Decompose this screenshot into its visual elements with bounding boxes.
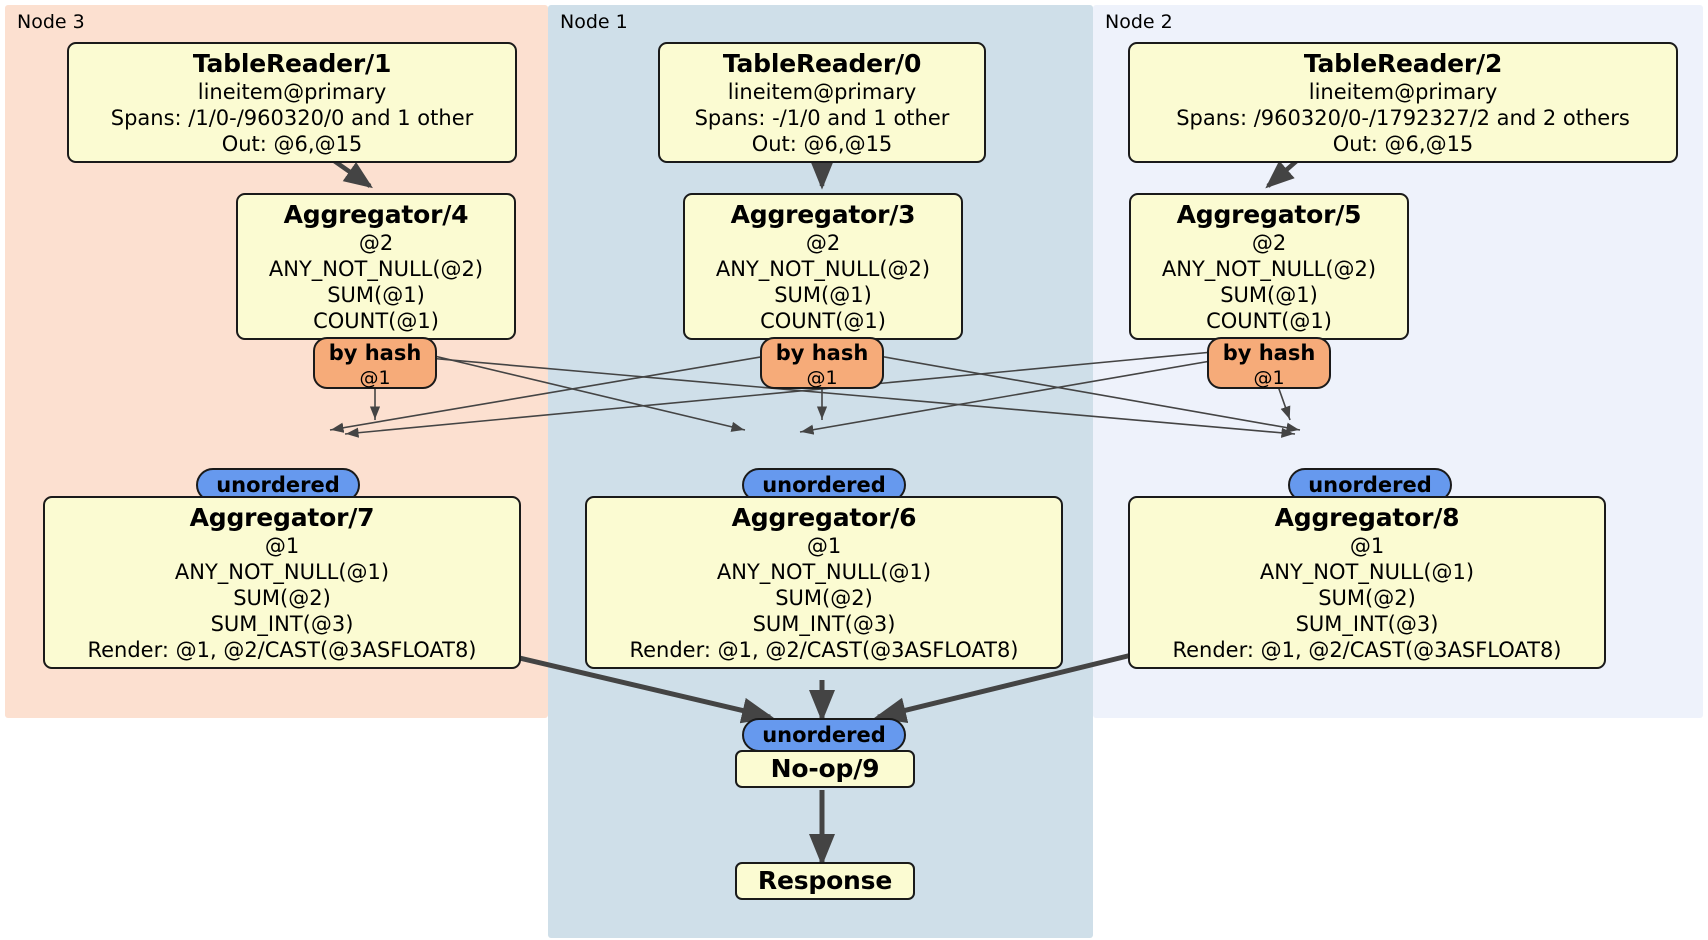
processor-detail: lineitem@primary [727,80,917,104]
router-by-hash-right[interactable]: by hash @1 [1207,337,1331,389]
processor-title: Aggregator/6 [731,503,917,532]
processor-detail: Render: @1, @2/CAST(@3ASFLOAT8) [629,638,1019,662]
node-panel-label-node3: Node 3 [17,11,85,33]
processor-detail: @1 [806,534,842,558]
processor-detail: @2 [1251,231,1287,255]
processor-detail: SUM(@1) [327,283,425,307]
processor-aggregator-3[interactable]: Aggregator/3 @2 ANY_NOT_NULL(@2) SUM(@1)… [683,193,963,340]
processor-aggregator-4[interactable]: Aggregator/4 @2 ANY_NOT_NULL(@2) SUM(@1)… [236,193,516,340]
processor-detail: Out: @6,@15 [751,132,893,156]
processor-aggregator-5[interactable]: Aggregator/5 @2 ANY_NOT_NULL(@2) SUM(@1)… [1129,193,1409,340]
processor-title: TableReader/0 [722,49,922,78]
processor-title: Aggregator/5 [1176,200,1362,229]
processor-detail: ANY_NOT_NULL(@1) [716,560,932,584]
processor-tablereader-2[interactable]: TableReader/2 lineitem@primary Spans: /9… [1128,42,1678,163]
router-title: by hash [775,341,869,365]
router-by-hash-left[interactable]: by hash @1 [313,337,437,389]
processor-title: Aggregator/3 [730,200,916,229]
processor-title: Aggregator/4 [283,200,469,229]
processor-aggregator-7[interactable]: Aggregator/7 @1 ANY_NOT_NULL(@1) SUM(@2)… [43,496,521,669]
router-subtitle: @1 [1253,367,1285,389]
synchronizer-title: unordered [762,723,886,747]
router-title: by hash [328,341,422,365]
node-panel-label-node2: Node 2 [1105,11,1173,33]
processor-detail: ANY_NOT_NULL(@1) [174,560,390,584]
processor-detail: Render: @1, @2/CAST(@3ASFLOAT8) [1172,638,1562,662]
processor-detail: ANY_NOT_NULL(@2) [715,257,931,281]
processor-detail: Render: @1, @2/CAST(@3ASFLOAT8) [87,638,477,662]
synchronizer-title: unordered [762,473,886,497]
processor-title: Aggregator/7 [189,503,375,532]
processor-detail: @1 [264,534,300,558]
processor-detail: @2 [805,231,841,255]
processor-detail: ANY_NOT_NULL(@2) [1161,257,1377,281]
processor-detail: Out: @6,@15 [221,132,363,156]
processor-detail: SUM(@2) [775,586,873,610]
processor-detail: COUNT(@1) [760,309,886,333]
processor-detail: Spans: /960320/0-/1792327/2 and 2 others [1176,106,1630,130]
router-subtitle: @1 [359,367,391,389]
processor-detail: SUM(@2) [233,586,331,610]
router-by-hash-center[interactable]: by hash @1 [760,337,884,389]
processor-detail: COUNT(@1) [313,309,439,333]
synchronizer-unordered-final[interactable]: unordered [742,718,906,752]
processor-detail: SUM_INT(@3) [210,612,354,636]
processor-response[interactable]: Response [735,862,915,900]
processor-detail: COUNT(@1) [1206,309,1332,333]
processor-detail: ANY_NOT_NULL(@2) [268,257,484,281]
processor-detail: SUM_INT(@3) [1295,612,1439,636]
processor-aggregator-8[interactable]: Aggregator/8 @1 ANY_NOT_NULL(@1) SUM(@2)… [1128,496,1606,669]
processor-detail: Spans: -/1/0 and 1 other [694,106,950,130]
processor-detail: lineitem@primary [1308,80,1498,104]
processor-tablereader-1[interactable]: TableReader/1 lineitem@primary Spans: /1… [67,42,517,163]
processor-title: Response [757,866,893,895]
processor-detail: @2 [358,231,394,255]
router-title: by hash [1222,341,1316,365]
processor-detail: ANY_NOT_NULL(@1) [1259,560,1475,584]
processor-detail: lineitem@primary [197,80,387,104]
processor-tablereader-0[interactable]: TableReader/0 lineitem@primary Spans: -/… [658,42,986,163]
processor-title: No-op/9 [770,754,880,783]
synchronizer-title: unordered [216,473,340,497]
processor-detail: SUM(@2) [1318,586,1416,610]
processor-title: TableReader/2 [1303,49,1503,78]
processor-noop-9[interactable]: No-op/9 [735,750,915,788]
processor-detail: SUM(@1) [1220,283,1318,307]
node-panel-label-node1: Node 1 [560,11,628,33]
processor-aggregator-6[interactable]: Aggregator/6 @1 ANY_NOT_NULL(@1) SUM(@2)… [585,496,1063,669]
synchronizer-title: unordered [1308,473,1432,497]
router-subtitle: @1 [806,367,838,389]
processor-detail: @1 [1349,534,1385,558]
processor-detail: Spans: /1/0-/960320/0 and 1 other [110,106,474,130]
processor-title: Aggregator/8 [1274,503,1460,532]
processor-detail: Out: @6,@15 [1332,132,1474,156]
processor-detail: SUM_INT(@3) [752,612,896,636]
processor-detail: SUM(@1) [774,283,872,307]
processor-title: TableReader/1 [192,49,392,78]
